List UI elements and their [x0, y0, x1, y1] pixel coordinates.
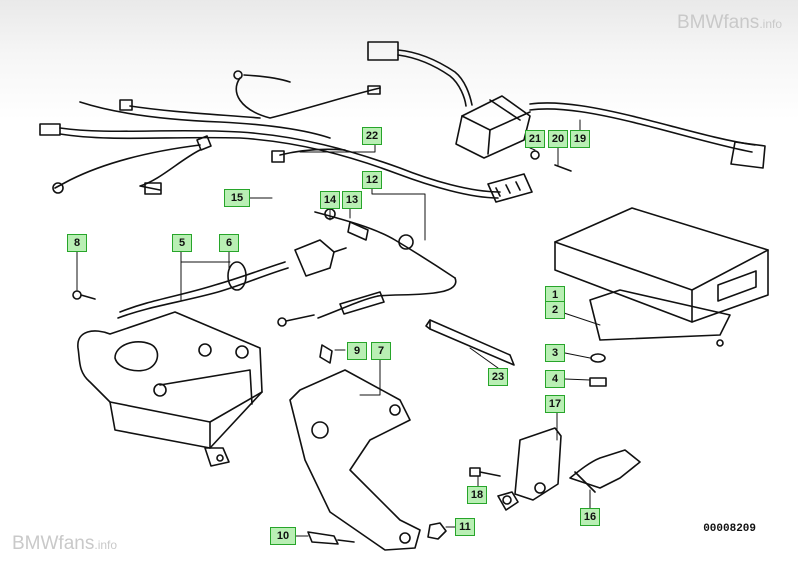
callout-16[interactable]: 16 — [580, 508, 600, 526]
throttle-cable — [277, 208, 457, 327]
bracket — [289, 344, 447, 551]
callout-2[interactable]: 2 — [545, 301, 565, 319]
callout-14[interactable]: 14 — [320, 191, 340, 209]
watermark-bottom: BMWfans.info — [12, 533, 118, 554]
callout-6[interactable]: 6 — [219, 234, 239, 252]
callout-7[interactable]: 7 — [371, 342, 391, 360]
callout-22[interactable]: 22 — [362, 127, 382, 145]
callout-18[interactable]: 18 — [467, 486, 487, 504]
switch-assembly — [367, 41, 766, 172]
callout-11[interactable]: 11 — [455, 518, 475, 536]
callout-19[interactable]: 19 — [570, 130, 590, 148]
leader-lines — [76, 119, 601, 537]
callout-23[interactable]: 23 — [488, 368, 508, 386]
callout-20[interactable]: 20 — [548, 130, 568, 148]
callout-13[interactable]: 13 — [342, 191, 362, 209]
callout-9[interactable]: 9 — [347, 342, 367, 360]
watermark-top: BMWfans.info — [676, 12, 782, 33]
callout-10[interactable]: 10 — [270, 527, 296, 545]
callout-3[interactable]: 3 — [545, 344, 565, 362]
callout-4[interactable]: 4 — [545, 370, 565, 388]
callout-21[interactable]: 21 — [525, 130, 545, 148]
callout-12[interactable]: 12 — [362, 171, 382, 189]
control-module — [554, 207, 769, 387]
diagram-number: 00008209 — [703, 523, 756, 535]
cable-tie — [425, 319, 515, 366]
wiring-harness — [39, 70, 533, 203]
callout-8[interactable]: 8 — [67, 234, 87, 252]
sensor-assembly — [469, 427, 641, 511]
callout-5[interactable]: 5 — [172, 234, 192, 252]
callout-15[interactable]: 15 — [224, 189, 250, 207]
actuator-unit — [72, 239, 347, 467]
callout-17[interactable]: 17 — [545, 395, 565, 413]
